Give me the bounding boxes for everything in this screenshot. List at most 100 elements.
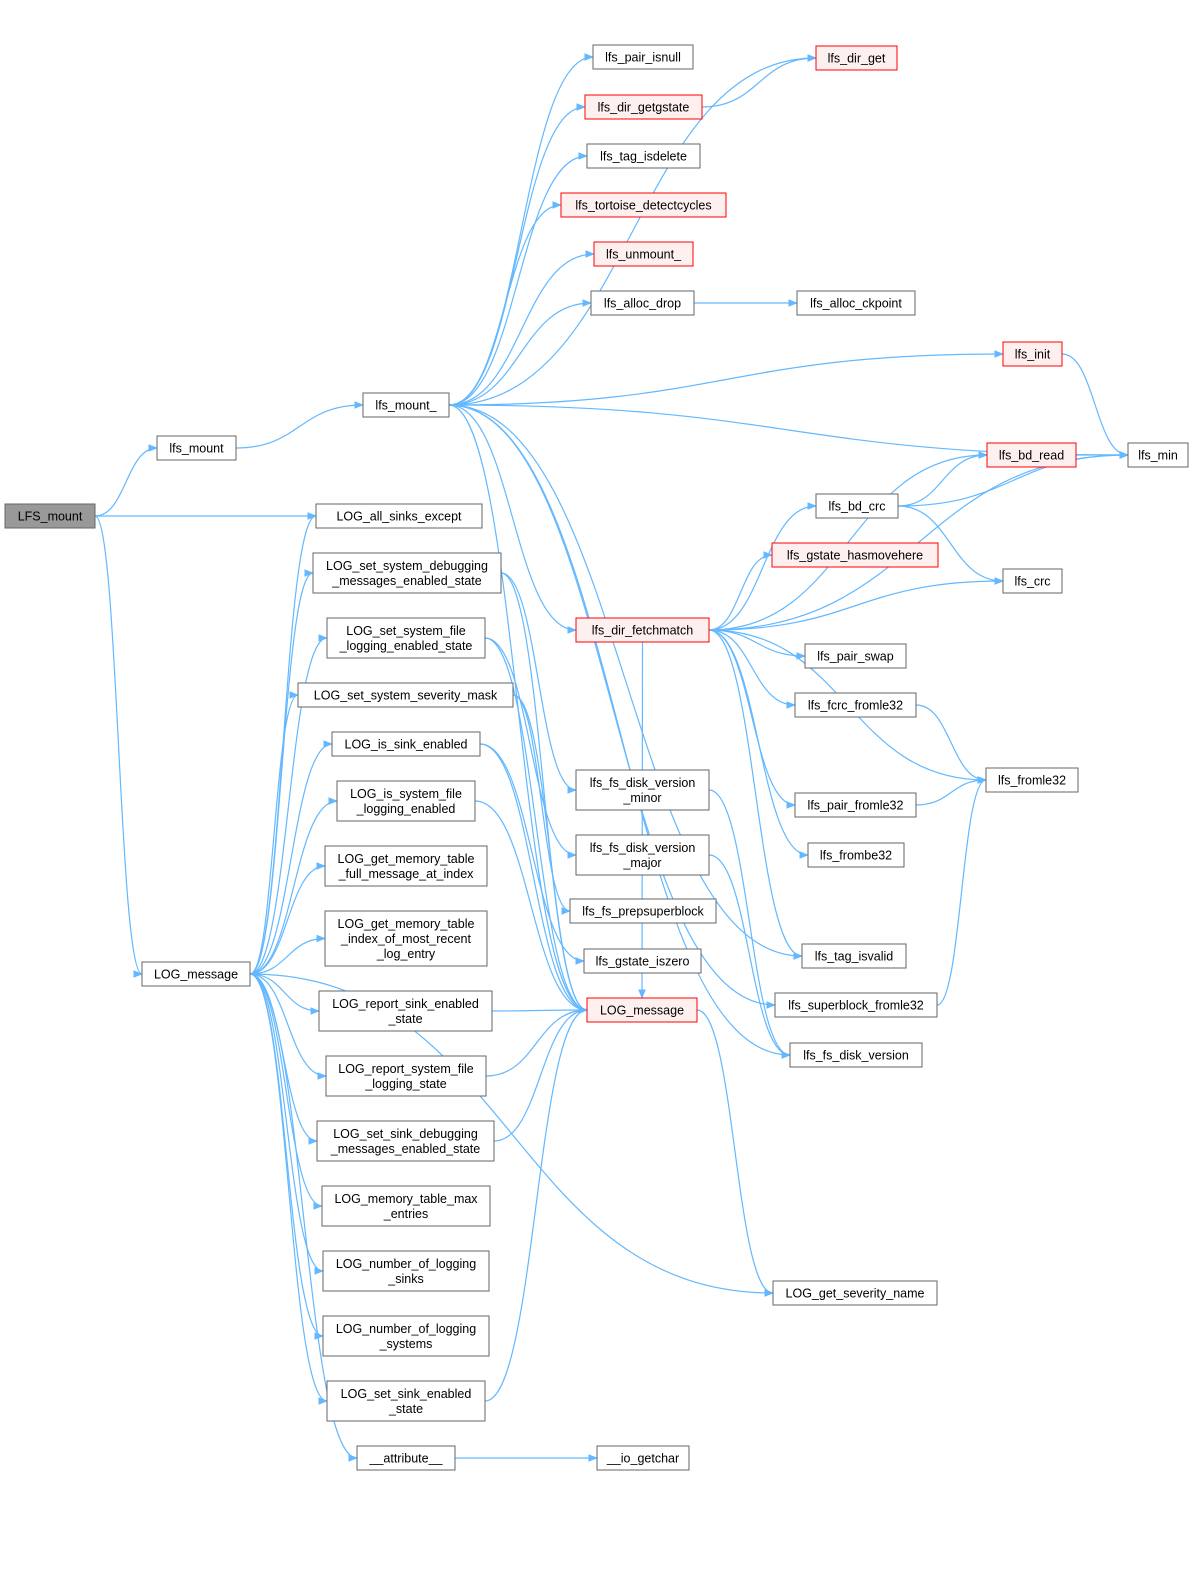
node-lfs-fs-disk-version[interactable]: lfs_fs_disk_version	[789, 1042, 923, 1068]
node-lfs-init[interactable]: lfs_init	[1002, 341, 1063, 367]
node-log-all-sinks-except[interactable]: LOG_all_sinks_except	[315, 503, 483, 529]
node-box	[322, 1315, 490, 1357]
node-lfs-mount-root[interactable]: LFS_mount	[4, 503, 96, 529]
node-label: _state	[387, 1012, 422, 1026]
node-label: lfs_fs_disk_version	[590, 776, 696, 790]
node-lfs-unmount-[interactable]: lfs_unmount_	[593, 241, 694, 267]
node-box	[322, 1250, 490, 1292]
node-label: lfs_alloc_drop	[604, 297, 681, 311]
node-log-message-l[interactable]: LOG_message	[141, 961, 251, 987]
node-lfs-alloc-drop[interactable]: lfs_alloc_drop	[590, 290, 695, 316]
node-log-message-red[interactable]: LOG_message	[586, 997, 698, 1023]
edge-log-message-l-to-log-report-sink	[249, 973, 320, 1015]
edge-lfs-dir-fetchmatch-to-lfs-pair-fromle32	[708, 629, 796, 809]
node-lfs-bd-read[interactable]: lfs_bd_read	[986, 442, 1077, 468]
node-box	[325, 1055, 487, 1097]
node-label: LOG_number_of_logging	[336, 1257, 476, 1271]
node-lfs-dir-get[interactable]: lfs_dir_get	[815, 45, 898, 71]
node-lfs-min[interactable]: lfs_min	[1127, 442, 1189, 468]
edge-log-message-red-to-log-get-severity-name	[696, 1009, 774, 1297]
node-box	[575, 834, 710, 876]
node-lfs-mount-[interactable]: lfs_mount_	[362, 392, 450, 418]
node-lfs-fs-prepsuperblock[interactable]: lfs_fs_prepsuperblock	[569, 898, 717, 924]
node-log-num-sinks[interactable]: LOG_number_of_logging_sinks	[322, 1250, 490, 1292]
node-lfs-fcrc-fromle32[interactable]: lfs_fcrc_fromle32	[794, 692, 917, 718]
edge-lfs-bd-crc-to-lfs-bd-read	[897, 451, 988, 507]
node-log-report-sink[interactable]: LOG_report_sink_enabled_state	[318, 990, 493, 1032]
node-lfs-pair-swap[interactable]: lfs_pair_swap	[804, 643, 907, 669]
node-label: LOG_report_sink_enabled	[332, 997, 479, 1011]
node-log-set-sink-en[interactable]: LOG_set_sink_enabled_state	[326, 1380, 486, 1422]
node-attribute[interactable]: __attribute__	[356, 1445, 456, 1471]
node-label: lfs_tortoise_detectcycles	[575, 199, 711, 213]
node-lfs-dir-getgstate[interactable]: lfs_dir_getgstate	[584, 94, 703, 120]
node-lfs-gstate-hasmovehere[interactable]: lfs_gstate_hasmovehere	[771, 542, 939, 568]
node-log-num-systems[interactable]: LOG_number_of_logging_systems	[322, 1315, 490, 1357]
node-log-set-sys-file[interactable]: LOG_set_system_file_logging_enabled_stat…	[326, 617, 486, 659]
node-log-get-severity-name[interactable]: LOG_get_severity_name	[772, 1280, 938, 1306]
node-log-get-mem-full[interactable]: LOG_get_memory_table_full_message_at_ind…	[324, 845, 488, 887]
node-log-set-sink-dbg[interactable]: LOG_set_sink_debugging_messages_enabled_…	[316, 1120, 495, 1162]
node-label: LOG_memory_table_max	[334, 1192, 478, 1206]
node-box	[1002, 568, 1063, 594]
edge-lfs-mount--to-lfs-tag-isdelete	[448, 152, 588, 406]
node-log-is-sink-en[interactable]: LOG_is_sink_enabled	[331, 731, 481, 757]
node-box	[356, 1445, 456, 1471]
node-lfs-fs-disk-version-major[interactable]: lfs_fs_disk_version_major	[575, 834, 710, 876]
node-lfs-superblock-fromle32[interactable]: lfs_superblock_fromle32	[774, 992, 938, 1018]
node-label: LOG_get_memory_table	[338, 917, 475, 931]
node-box	[1127, 442, 1189, 468]
edge-log-message-l-to-log-set-sys-dbg	[249, 569, 314, 975]
edge-lfs-mount--to-lfs-superblock-fromle32	[448, 404, 776, 1009]
node-label: _state	[388, 1402, 423, 1416]
node-label: LOG_report_system_file	[338, 1062, 474, 1076]
node-box	[560, 192, 727, 218]
node-box	[590, 290, 695, 316]
node-lfs-tag-isdelete[interactable]: lfs_tag_isdelete	[586, 143, 701, 169]
node-lfs-pair-fromle32[interactable]: lfs_pair_fromle32	[794, 792, 917, 818]
node-box	[815, 45, 898, 71]
node-log-mem-max[interactable]: LOG_memory_table_max_entries	[321, 1185, 491, 1227]
node-log-set-sys-sev[interactable]: LOG_set_system_severity_mask	[297, 682, 514, 708]
node-lfs-mount[interactable]: lfs_mount	[156, 435, 237, 461]
node-lfs-alloc-ckpoint[interactable]: lfs_alloc_ckpoint	[796, 290, 916, 316]
edge-log-set-sys-sev-to-lfs-fs-prepsuperblock	[512, 694, 571, 915]
node-label: _logging_enabled_state	[339, 639, 473, 653]
node-label: lfs_tag_isdelete	[600, 150, 687, 164]
nodes-layer: LFS_mountlfs_mountlfs_mount_LOG_messageL…	[4, 44, 1189, 1471]
node-log-get-mem-idx[interactable]: LOG_get_memory_table_index_of_most_recen…	[324, 910, 488, 967]
node-log-set-sys-dbg[interactable]: LOG_set_system_debugging_messages_enable…	[312, 552, 502, 594]
node-label: LOG_get_severity_name	[786, 1287, 925, 1301]
node-io-getchar[interactable]: __io_getchar	[596, 1445, 690, 1471]
node-box	[584, 94, 703, 120]
node-lfs-tag-isvalid[interactable]: lfs_tag_isvalid	[801, 943, 907, 969]
edge-lfs-dir-fetchmatch-to-lfs-gstate-hasmovehere	[708, 551, 773, 631]
node-lfs-gstate-iszero[interactable]: lfs_gstate_iszero	[583, 948, 702, 974]
node-lfs-dir-fetchmatch[interactable]: lfs_dir_fetchmatch	[575, 617, 710, 643]
edge-log-report-sys-file-to-log-message-red	[485, 1006, 588, 1077]
node-label: LOG_message	[600, 1004, 684, 1018]
node-lfs-fs-disk-version-minor[interactable]: lfs_fs_disk_version_minor	[575, 769, 710, 811]
node-label: LFS_mount	[18, 510, 83, 524]
node-label: LOG_set_sink_enabled	[341, 1387, 472, 1401]
node-lfs-pair-isnull[interactable]: lfs_pair_isnull	[592, 44, 694, 70]
node-lfs-bd-crc[interactable]: lfs_bd_crc	[815, 493, 899, 519]
node-label: LOG_set_system_severity_mask	[314, 689, 498, 703]
node-log-report-sys-file[interactable]: LOG_report_system_file_logging_state	[325, 1055, 487, 1097]
node-label: lfs_dir_get	[828, 52, 886, 66]
edge-lfs-dir-fetchmatch-to-lfs-bd-crc	[708, 502, 817, 631]
edge-lfs-mount--to-lfs-tortoise	[448, 201, 562, 406]
edge-lfs-mount--to-lfs-init	[448, 350, 1004, 406]
node-box	[326, 617, 486, 659]
node-lfs-frombe32[interactable]: lfs_frombe32	[807, 842, 905, 868]
node-label: lfs_gstate_hasmovehere	[787, 549, 923, 563]
node-box	[297, 682, 514, 708]
edge-lfs-superblock-fromle32-to-lfs-fromle32	[936, 776, 987, 1006]
edge-log-set-sys-dbg-to-lfs-fs-disk-version-minor	[500, 572, 577, 794]
node-lfs-tortoise[interactable]: lfs_tortoise_detectcycles	[560, 192, 727, 218]
node-lfs-fromle32[interactable]: lfs_fromle32	[985, 767, 1079, 793]
node-log-is-sys-file[interactable]: LOG_is_system_file_logging_enabled	[336, 780, 476, 822]
node-lfs-crc[interactable]: lfs_crc	[1002, 568, 1063, 594]
edge-log-set-sys-sev-to-log-message-red	[512, 694, 588, 1014]
node-box	[794, 692, 917, 718]
